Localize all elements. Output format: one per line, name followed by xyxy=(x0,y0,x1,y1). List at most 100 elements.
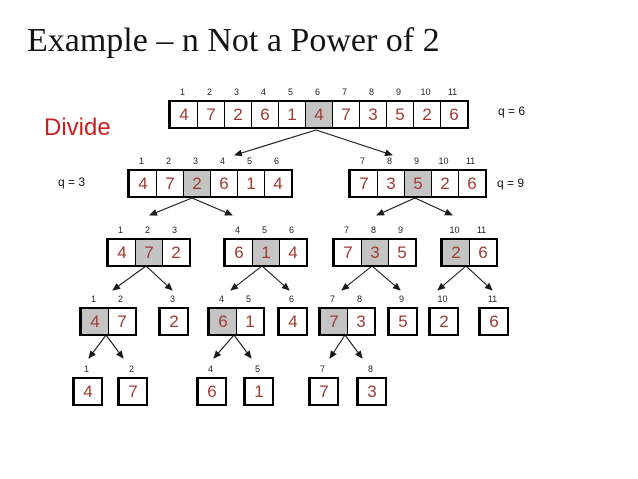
divide-arrow xyxy=(149,197,193,216)
index-label: 3 xyxy=(192,156,198,166)
index-label: 2 xyxy=(165,156,171,166)
array-cell-pivot: 6 xyxy=(209,309,236,334)
index-label: 4 xyxy=(234,225,240,235)
divide-arrow xyxy=(234,129,317,157)
array-cell: 6 xyxy=(251,102,278,127)
index-label: 2 xyxy=(128,364,134,374)
index-label: 2 xyxy=(117,294,123,304)
index-label: 6 xyxy=(314,87,320,97)
index-label: 1 xyxy=(83,364,89,374)
index-label: 4 xyxy=(260,87,266,97)
array-cell: 7 xyxy=(332,102,359,127)
array-cell: 3 xyxy=(377,171,404,196)
array-cell-pivot: 2 xyxy=(442,240,469,265)
array-cell: 4 xyxy=(170,102,197,127)
array-cell: 4 xyxy=(279,309,306,334)
divide-arrow xyxy=(465,265,493,291)
index-label: 9 xyxy=(413,156,419,166)
index-label: 3 xyxy=(169,294,175,304)
index-label: 8 xyxy=(368,87,374,97)
divide-arrow xyxy=(213,334,235,359)
index-label: 9 xyxy=(395,87,401,97)
array-cell: 2 xyxy=(224,102,251,127)
index-label: 1 xyxy=(90,294,96,304)
array-cell: 1 xyxy=(278,102,305,127)
index-label: 6 xyxy=(273,156,279,166)
array-cell: 1 xyxy=(245,379,272,404)
index-label: 1 xyxy=(117,225,123,235)
array-cell: 7 xyxy=(197,102,224,127)
index-label: 7 xyxy=(343,225,349,235)
index-label: 3 xyxy=(171,225,177,235)
array-cell: 7 xyxy=(119,379,146,404)
array-cell: 5 xyxy=(388,240,415,265)
array-cell: 6 xyxy=(458,171,485,196)
divide-arrow xyxy=(437,265,467,291)
index-label: 6 xyxy=(288,294,294,304)
array-cell: 7 xyxy=(310,379,337,404)
divide-label: Divide xyxy=(44,114,111,141)
divide-arrow xyxy=(414,197,453,216)
index-label: 5 xyxy=(254,364,260,374)
array-cell: 2 xyxy=(430,309,457,334)
index-label: 4 xyxy=(218,294,224,304)
index-label: 10 xyxy=(438,156,449,166)
array-cell: 3 xyxy=(359,102,386,127)
index-label: 4 xyxy=(219,156,225,166)
index-label: 10 xyxy=(449,225,460,235)
array-cell: 4 xyxy=(129,171,156,196)
array-cell-pivot: 2 xyxy=(183,171,210,196)
array-cell: 4 xyxy=(264,171,291,196)
array-cell: 6 xyxy=(469,240,496,265)
divide-arrow xyxy=(371,265,401,291)
array-cell: 7 xyxy=(156,171,183,196)
array-cell: 4 xyxy=(279,240,306,265)
array-cell: 6 xyxy=(480,309,507,334)
array-cell-pivot: 7 xyxy=(135,240,162,265)
divide-arrow xyxy=(191,197,233,216)
divide-arrow xyxy=(88,334,107,359)
split-index-q6-label: q = 6 xyxy=(498,104,526,118)
index-label: 11 xyxy=(447,87,458,97)
divide-arrow xyxy=(329,334,346,359)
index-label: 2 xyxy=(144,225,150,235)
array-cell: 6 xyxy=(225,240,252,265)
index-label: 5 xyxy=(287,87,293,97)
index-label: 11 xyxy=(476,225,487,235)
array-cell: 1 xyxy=(237,171,264,196)
array-l3-d: 10 2 11 6 xyxy=(440,225,498,267)
divide-arrow xyxy=(145,265,173,291)
index-label: 9 xyxy=(397,225,403,235)
index-label: 7 xyxy=(329,294,335,304)
array-cell: 7 xyxy=(108,309,135,334)
split-index-q3-label: q = 3 xyxy=(58,175,86,189)
index-label: 7 xyxy=(319,364,325,374)
divide-arrow xyxy=(376,197,416,216)
split-index-q9-label: q = 9 xyxy=(497,176,525,190)
divide-arrow xyxy=(341,265,373,291)
array-cell: 2 xyxy=(160,309,187,334)
index-label: 10 xyxy=(437,294,448,304)
array-cell: 3 xyxy=(358,379,385,404)
index-label: 10 xyxy=(420,87,431,97)
divide-arrow xyxy=(344,334,363,359)
index-label: 5 xyxy=(261,225,267,235)
array-cell: 6 xyxy=(210,171,237,196)
index-label: 8 xyxy=(356,294,362,304)
index-label: 1 xyxy=(138,156,144,166)
divide-arrow xyxy=(230,265,263,291)
array-cell-pivot: 3 xyxy=(361,240,388,265)
index-label: 6 xyxy=(288,225,294,235)
